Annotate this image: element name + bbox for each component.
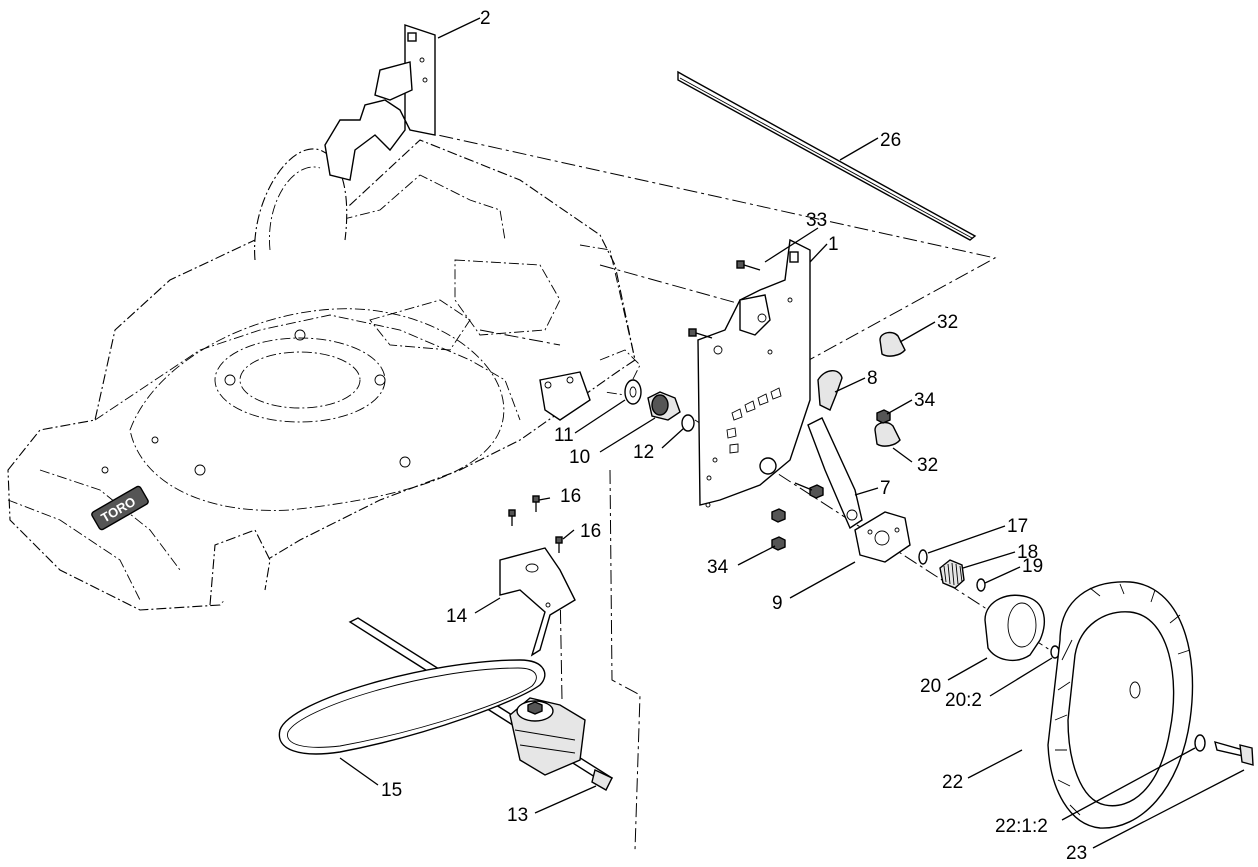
callout-10: 10 <box>569 447 590 468</box>
callout-16-lower: 16 <box>580 521 601 542</box>
lever-arm-part-7 <box>807 417 863 530</box>
belt-part-15 <box>278 659 546 755</box>
callout-34-left: 34 <box>707 557 729 578</box>
callout-14: 14 <box>446 606 468 627</box>
callout-labels: 2 26 33 1 32 8 34 32 7 11 10 12 16 16 14… <box>381 8 1087 864</box>
bushings-parts-10-12 <box>624 379 695 432</box>
callout-11: 11 <box>554 425 574 446</box>
screws-part-16 <box>508 495 563 553</box>
callout-34-right: 34 <box>914 390 936 411</box>
callout-2: 2 <box>480 8 491 29</box>
rod-part-26 <box>677 70 977 241</box>
callout-1: 1 <box>828 234 839 255</box>
hub-part-20 <box>984 594 1060 662</box>
wheel-part-22 <box>1047 581 1206 829</box>
callout-15: 15 <box>381 780 402 801</box>
callout-13: 13 <box>507 805 528 826</box>
mower-deck-ghost: TORO <box>7 139 636 611</box>
caps-part-32 <box>874 331 906 447</box>
callout-18: 18 <box>1017 542 1038 563</box>
callout-16-upper: 16 <box>560 486 581 507</box>
callout-22-1-2: 22:1:2 <box>995 816 1048 837</box>
lever-handle-part-8 <box>817 370 843 411</box>
callout-22: 22 <box>942 772 963 793</box>
callout-7: 7 <box>880 478 891 499</box>
wheel-bolt-part-23 <box>1214 740 1254 766</box>
leader-lines <box>339 17 1245 849</box>
callout-32-lower: 32 <box>917 455 938 476</box>
callout-12: 12 <box>633 442 654 463</box>
screws-part-33 <box>688 260 761 339</box>
callout-20-2: 20:2 <box>945 690 982 711</box>
pivot-plate-part-9 <box>854 511 911 563</box>
deck-mount-hardware <box>539 349 641 421</box>
callout-20: 20 <box>920 676 941 697</box>
height-adjust-plate <box>697 238 811 508</box>
rear-height-bracket <box>324 24 436 181</box>
bracket-part-14 <box>499 547 576 657</box>
callout-9: 9 <box>772 593 783 614</box>
callout-19: 19 <box>1022 556 1043 577</box>
callout-26: 26 <box>880 130 901 151</box>
gear-assembly-parts-17-19 <box>918 549 986 592</box>
callout-17: 17 <box>1007 516 1028 537</box>
callout-33: 33 <box>806 210 827 231</box>
callout-32-upper: 32 <box>937 312 958 333</box>
bolts-part-34 <box>771 409 891 551</box>
callout-23: 23 <box>1066 843 1087 864</box>
callout-8: 8 <box>867 368 878 389</box>
